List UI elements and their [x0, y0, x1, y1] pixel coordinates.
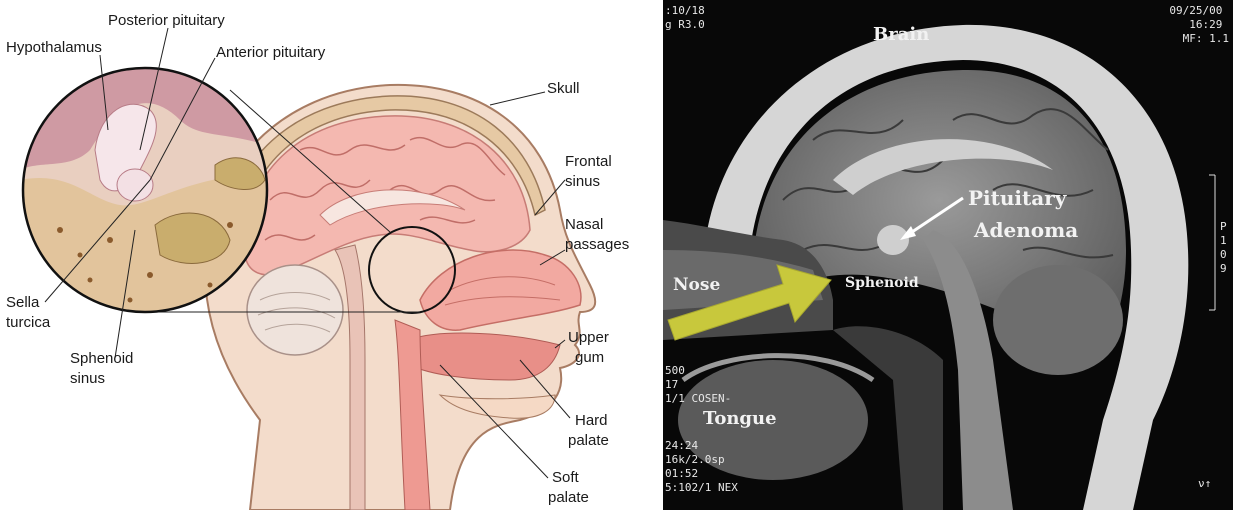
anatomy-illustration: Posterior pituitary Hypothalamus Anterio…	[0, 0, 650, 510]
cerebellum	[247, 265, 343, 355]
label-nasal-passages: Nasal passages	[565, 216, 629, 253]
label-anterior-pituitary: Anterior pituitary	[216, 44, 326, 61]
label-hard-palate: Hard palate	[568, 412, 612, 449]
label-frontal-sinus: Frontal sinus	[565, 153, 616, 190]
label-soft-palate: Soft palate	[548, 469, 589, 506]
head-sagittal-diagram: Posterior pituitary Hypothalamus Anterio…	[0, 0, 650, 510]
oral-cavity	[410, 333, 560, 380]
mri-overlay-top-left: :10/18 g R3.0	[665, 4, 711, 31]
label-skull: Skull	[547, 80, 580, 97]
mri-sagittal-image: Brain Pituitary Adenoma Nose Sphenoid To…	[663, 0, 1233, 510]
mri-label-tongue: Tongue	[703, 408, 777, 429]
mri-label-pituitary: Pituitary	[968, 186, 1068, 210]
mri-overlay-bottom-right: ν↑	[1198, 477, 1211, 490]
label-sphenoid-sinus: Sphenoid sinus	[70, 350, 138, 387]
label-sella-turcica: Sella turcica	[6, 294, 51, 331]
label-hypothalamus: Hypothalamus	[6, 39, 102, 56]
mri-label-sphenoid: Sphenoid	[845, 275, 919, 291]
mri-scan: Brain Pituitary Adenoma Nose Sphenoid To…	[663, 0, 1233, 510]
mri-adenoma	[877, 225, 909, 255]
mri-label-brain: Brain	[873, 24, 929, 45]
mri-label-adenoma: Adenoma	[973, 218, 1078, 242]
mri-label-nose: Nose	[673, 275, 720, 295]
label-posterior-pituitary: Posterior pituitary	[108, 12, 225, 29]
